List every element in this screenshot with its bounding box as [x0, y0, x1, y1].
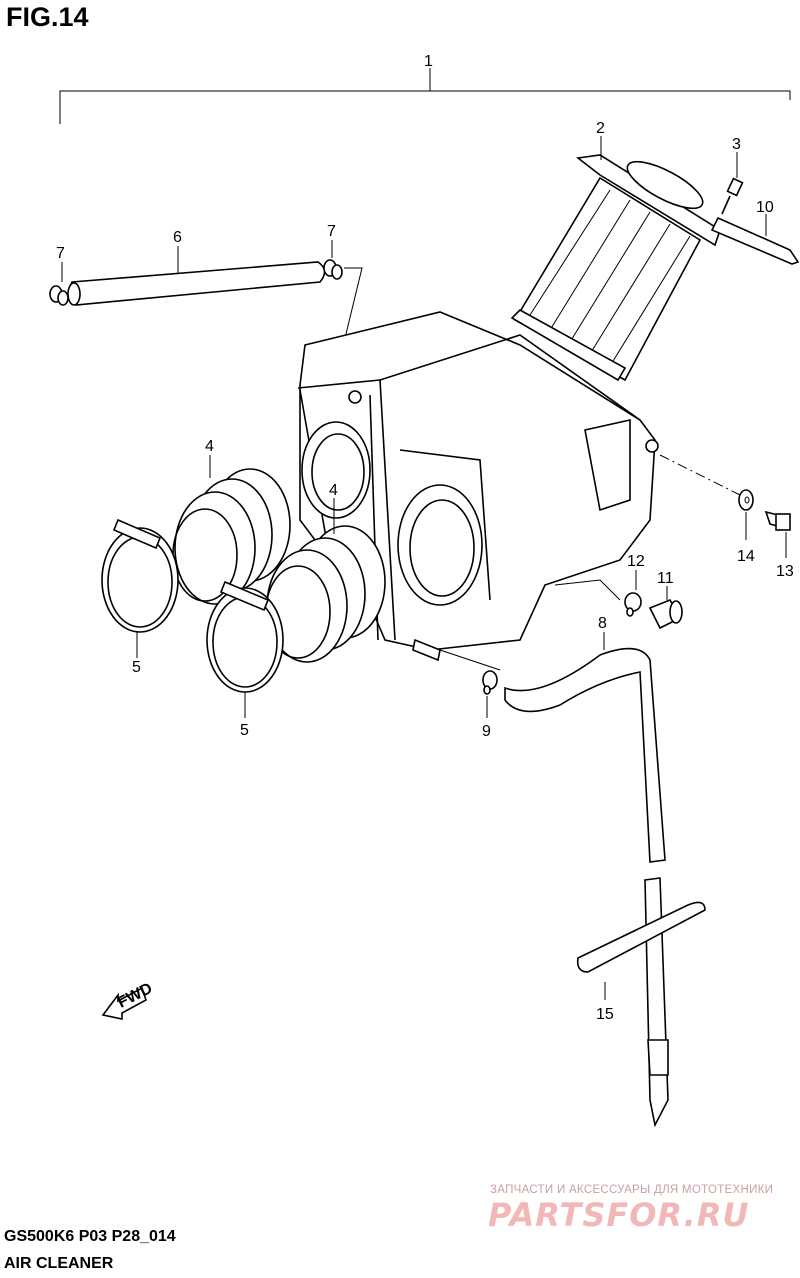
callout-12: 12 — [627, 553, 645, 570]
callout-5-rear: 5 — [132, 659, 141, 676]
cap-and-clip — [554, 570, 683, 630]
drain-hose-part-8 — [504, 632, 666, 863]
clamp-part-9 — [482, 670, 498, 718]
callout-5-front: 5 — [240, 722, 249, 739]
watermark-tagline: ЗАПЧАСТИ И АКСЕССУАРЫ ДЛЯ МОТОТЕХНИКИ — [490, 1184, 774, 1196]
section-title: AIR CLEANER — [4, 1255, 114, 1272]
forward-direction-arrow: FWD — [101, 980, 155, 1020]
mounting-hardware — [659, 454, 791, 558]
callout-7-right: 7 — [327, 223, 336, 240]
callout-9: 9 — [482, 723, 491, 740]
callout-7-left: 7 — [56, 245, 65, 262]
callout-8: 8 — [598, 615, 607, 632]
callout-15: 15 — [596, 1006, 614, 1023]
hose-guide-part-15 — [576, 877, 706, 1128]
model-code: GS500K6 P03 P28_014 — [4, 1228, 176, 1245]
callout-2: 2 — [596, 120, 605, 137]
callout-labels: 1 2 3 4 4 5 5 6 7 7 8 9 10 11 12 13 14 1… — [56, 53, 794, 1023]
callout-1: 1 — [424, 53, 433, 70]
breather-tube-part — [61, 240, 333, 306]
hose-clamp-left — [49, 285, 69, 306]
intake-pipe-rear — [172, 455, 291, 605]
callout-4-front: 4 — [329, 482, 338, 499]
callout-11: 11 — [657, 570, 674, 587]
intake-pipe-front — [265, 498, 386, 663]
clamp-rear — [101, 518, 179, 658]
clamp-front — [206, 580, 284, 718]
callout-6: 6 — [173, 229, 182, 246]
figure-label: FIG.14 — [6, 2, 89, 32]
filter-element-part — [510, 136, 721, 382]
watermark-logo: PARTSFOR.RU — [488, 1196, 750, 1234]
callout-4-rear: 4 — [205, 438, 214, 455]
assembly-bracket — [59, 68, 791, 124]
bracket-part-10 — [710, 214, 800, 265]
air-cleaner-case — [297, 311, 659, 671]
callout-10: 10 — [756, 199, 774, 216]
callout-3: 3 — [732, 136, 741, 153]
callout-13: 13 — [776, 563, 794, 580]
callout-14: 14 — [737, 548, 755, 565]
screw-part-3 — [721, 152, 744, 215]
hose-clamp-right — [323, 259, 363, 401]
fwd-label: FWD — [115, 980, 155, 1012]
